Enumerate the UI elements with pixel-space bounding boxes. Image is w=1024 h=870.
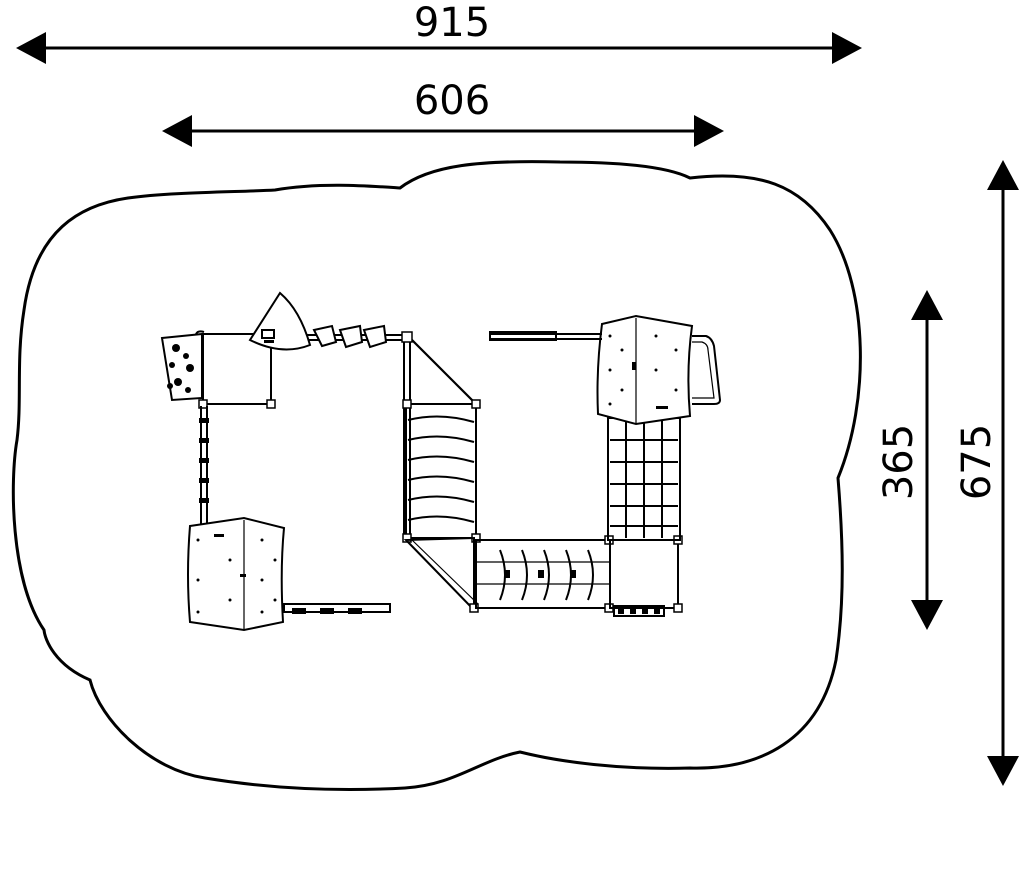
top-beam-section: [248, 291, 408, 351]
stepping-beam: [283, 603, 391, 613]
arrow-right-icon: [832, 32, 862, 64]
roof-bolts: [196, 538, 277, 614]
arrow-left-icon: [162, 115, 192, 147]
arrow-up-icon: [911, 290, 943, 320]
arrow-left-icon: [16, 32, 46, 64]
shield-panel: [248, 291, 312, 351]
rope-bridge: [475, 535, 614, 613]
climbing-hold-icons: [167, 344, 194, 393]
climbing-wall: [160, 332, 203, 402]
hanging-block: [362, 324, 388, 349]
bridge-planks: [499, 549, 594, 601]
lower-left-roof: [187, 516, 286, 632]
hanging-block: [312, 324, 338, 348]
roof-bolts: [608, 334, 678, 406]
structure-width-label: 606: [414, 78, 490, 124]
dimension-overall-depth: 675: [954, 160, 1019, 786]
dimension-structure-width: 606: [162, 78, 724, 147]
dimension-structure-depth: 365: [876, 290, 943, 630]
arrow-down-icon: [987, 756, 1019, 786]
structure-depth-label: 365: [876, 424, 922, 500]
overall-width-label: 915: [414, 0, 490, 46]
right-structure: [489, 314, 722, 617]
side-rail: [692, 335, 722, 405]
ladder-rungs: [407, 415, 475, 523]
dimension-overall-width: 915: [16, 0, 862, 64]
step: [613, 605, 665, 617]
central-section: [401, 331, 481, 613]
net-grid: [610, 420, 678, 538]
angled-ramp: [403, 536, 475, 613]
upper-left-deck: [202, 333, 272, 405]
arrow-down-icon: [911, 600, 943, 630]
upper-right-roof: [596, 314, 694, 426]
left-structure: [160, 330, 391, 632]
ladder-rungs: [199, 418, 209, 503]
post: [401, 331, 413, 343]
monkey-bar: [489, 331, 557, 341]
overall-depth-label: 675: [954, 424, 1000, 500]
lower-right-deck: [609, 539, 679, 609]
post: [198, 399, 208, 409]
post: [266, 399, 276, 409]
handhold: [195, 330, 205, 335]
safety-zone-outline: [11, 160, 862, 792]
arrow-right-icon: [694, 115, 724, 147]
arrow-up-icon: [987, 160, 1019, 190]
hanging-block: [338, 324, 364, 349]
